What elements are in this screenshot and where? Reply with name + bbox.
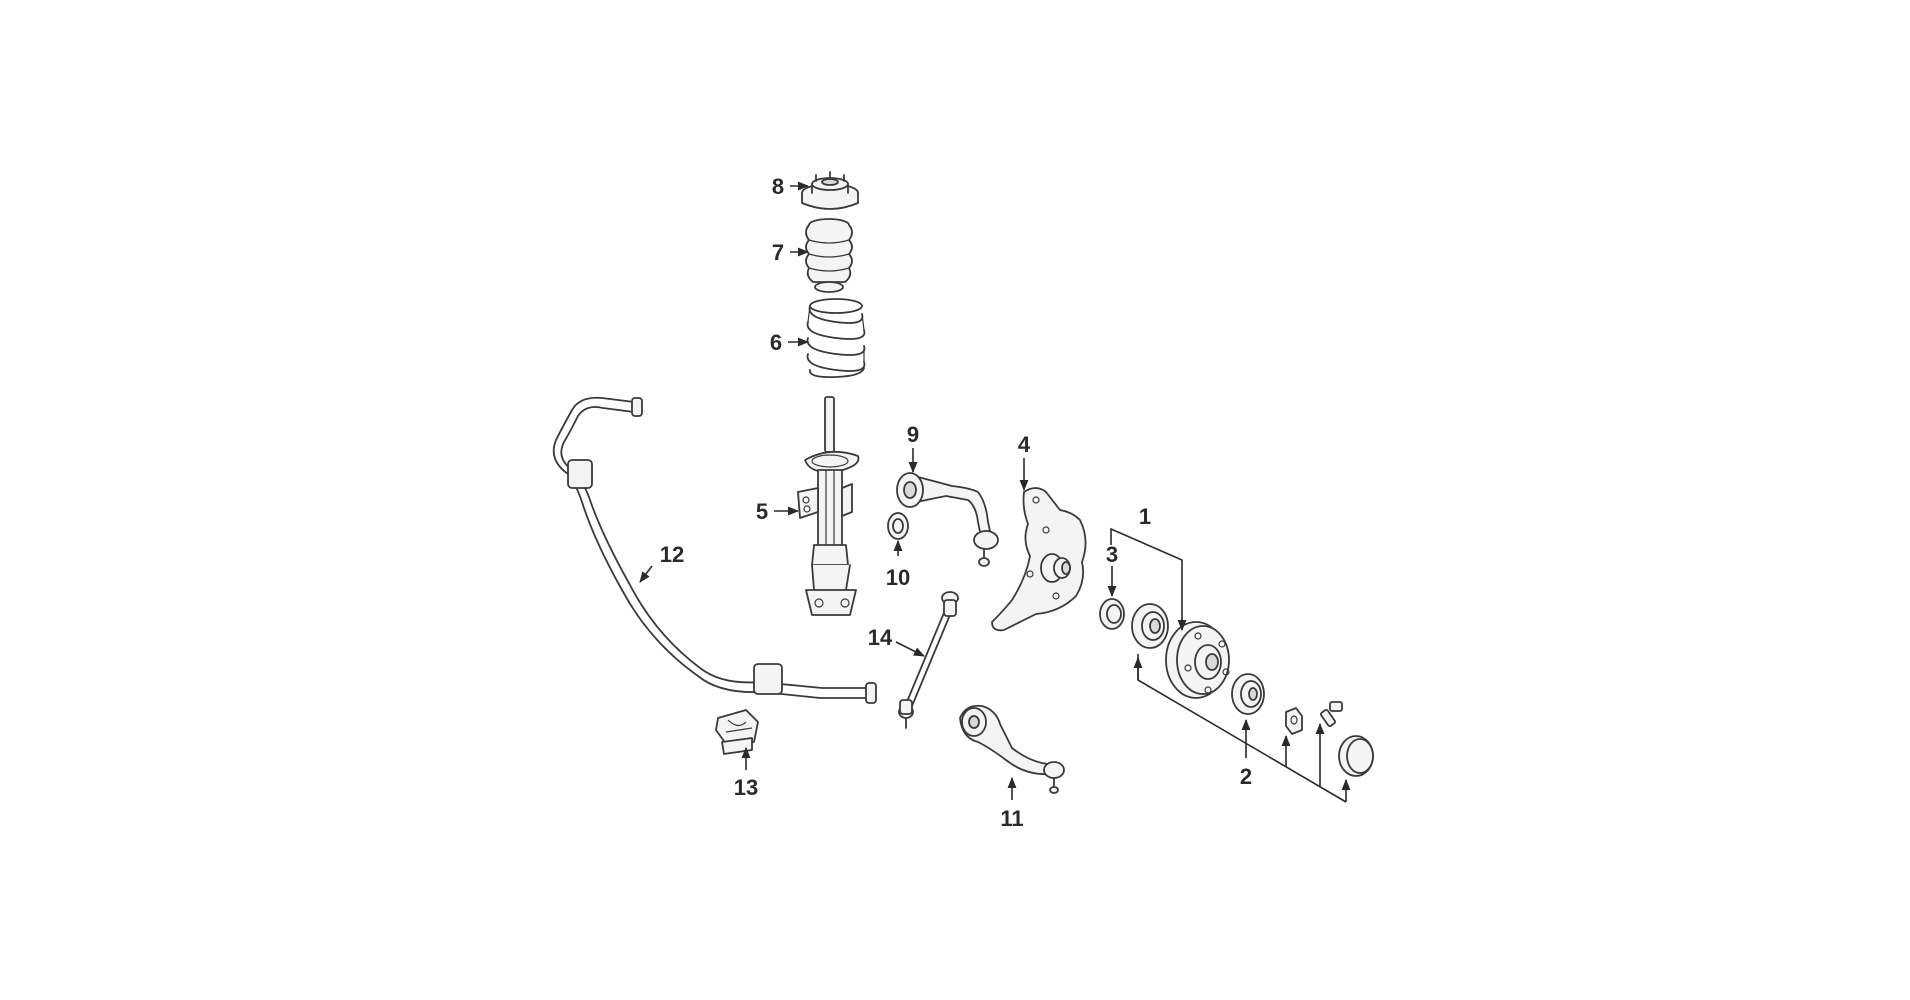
dust-cap-part[interactable] xyxy=(1338,735,1374,777)
bump-stop-boot-part[interactable] xyxy=(805,218,853,293)
wheel-bearing-part[interactable] xyxy=(1131,603,1169,649)
callout-9: 9 xyxy=(907,422,919,447)
control-arm-bushing-part[interactable] xyxy=(887,512,909,540)
callout-5: 5 xyxy=(756,499,768,524)
stabilizer-bushing-part[interactable] xyxy=(715,709,759,755)
wheel-hub-part[interactable] xyxy=(1165,621,1230,699)
callout-2: 2 xyxy=(1240,764,1252,789)
outer-bearing-part[interactable] xyxy=(1231,673,1265,715)
callout-11: 11 xyxy=(1000,806,1023,831)
upper-control-arm-part[interactable] xyxy=(896,472,999,567)
callout-6: 6 xyxy=(770,330,782,355)
steering-knuckle-part[interactable] xyxy=(991,487,1087,632)
hub-bolt-part[interactable] xyxy=(1320,701,1343,727)
callout-4: 4 xyxy=(1018,432,1031,457)
seal-part[interactable] xyxy=(1099,598,1125,630)
coil-spring-part[interactable] xyxy=(806,298,866,379)
callout-7: 7 xyxy=(772,240,784,265)
strut-assembly-part[interactable] xyxy=(797,396,860,616)
callout-8: 8 xyxy=(772,174,784,199)
callout-10: 10 xyxy=(886,565,910,590)
stabilizer-bar-part[interactable] xyxy=(552,396,877,704)
stabilizer-link-part[interactable] xyxy=(898,591,959,729)
strut-mount-part[interactable] xyxy=(801,171,859,210)
leader-lines xyxy=(639,181,1351,803)
hub-nut-part[interactable] xyxy=(1285,707,1303,735)
callout-14: 14 xyxy=(868,625,893,650)
callout-12: 12 xyxy=(660,542,684,567)
callout-labels: 1 2 3 4 5 6 7 8 9 10 11 12 13 14 xyxy=(660,174,1252,831)
callout-13: 13 xyxy=(734,775,758,800)
lower-control-arm-part[interactable] xyxy=(959,704,1065,794)
callout-3: 3 xyxy=(1106,542,1118,567)
callout-1: 1 xyxy=(1139,504,1151,529)
